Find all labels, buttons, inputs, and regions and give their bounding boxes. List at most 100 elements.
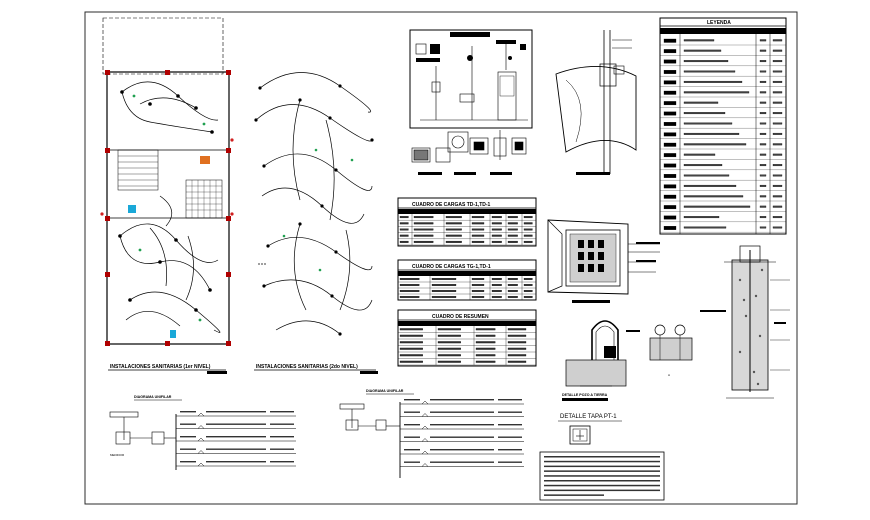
legend-text-stroke <box>683 205 751 208</box>
table-cell-stroke <box>491 284 502 286</box>
table-cell-stroke <box>437 334 461 337</box>
circuit-desc-stroke <box>430 436 494 438</box>
table-cell-stroke <box>523 278 533 280</box>
legend-code-stroke <box>772 164 783 167</box>
breaker-symbol <box>197 412 205 417</box>
table-cell-stroke <box>507 216 518 219</box>
table-cell-stroke <box>431 290 457 292</box>
table-cell-stroke <box>399 334 423 337</box>
table-cell-stroke <box>507 360 527 363</box>
table-cell-stroke <box>523 284 533 286</box>
legend-symbol <box>663 38 677 43</box>
breaker-symbol <box>421 413 429 417</box>
legend-code-stroke <box>759 184 767 187</box>
svg-text:A: A <box>668 373 670 377</box>
cover-detail: DETALLE TAPA PT-1 <box>558 414 622 445</box>
circuit-desc-stroke <box>270 461 294 463</box>
legend-symbol <box>663 122 677 126</box>
circuit-label-stroke <box>180 448 196 450</box>
legend-code-stroke <box>772 226 783 229</box>
legend-code-stroke <box>759 49 767 52</box>
legend-code-stroke <box>772 132 783 135</box>
legend-code-stroke <box>772 184 783 187</box>
breaker-symbol <box>197 450 205 454</box>
legend-symbol <box>663 70 677 74</box>
legend-code-stroke <box>759 101 767 104</box>
table-cell-stroke <box>491 278 502 280</box>
legend-code-stroke <box>759 195 767 198</box>
circuit-desc-stroke <box>498 424 522 426</box>
legend-code-stroke <box>772 70 783 73</box>
table-cell-stroke <box>399 328 423 331</box>
circuit-desc-stroke <box>270 436 294 438</box>
breaker-symbol <box>421 400 429 405</box>
breaker-symbol <box>421 463 429 467</box>
legend-text-stroke <box>683 80 743 83</box>
breaker-symbol <box>421 450 429 455</box>
table-cell-stroke <box>491 296 502 298</box>
legend-code-stroke <box>759 60 767 63</box>
legend-code-stroke <box>759 39 767 42</box>
legend-symbol <box>663 132 677 137</box>
table-cell-stroke <box>491 228 502 231</box>
table-cell-stroke <box>445 234 462 237</box>
circuit-label-stroke <box>404 411 420 413</box>
table-cell-stroke <box>471 278 485 280</box>
legend-code-stroke <box>759 91 767 94</box>
circuit-label-stroke <box>404 449 420 451</box>
plan-level-1: INSTALACIONES SANITARIAS (1er NIVEL) <box>100 17 234 374</box>
diagram-mid-title: DIAGRAMA UNIFILAR <box>366 389 404 393</box>
legend-code-stroke <box>772 216 783 219</box>
table-cell-stroke <box>431 296 457 298</box>
note-text-stroke <box>544 460 660 463</box>
legend-code-stroke <box>759 112 767 115</box>
table-cell-stroke <box>399 216 409 219</box>
table-cell-stroke <box>507 228 518 231</box>
table-cell-stroke <box>471 284 485 286</box>
detail-ground-title: DETALLE POZO A TIERRA <box>562 393 608 397</box>
note-text-stroke <box>544 456 660 458</box>
table-cell-stroke <box>413 234 434 237</box>
table-cell-stroke <box>523 222 533 225</box>
circuit-desc-stroke <box>270 423 294 425</box>
table-cell-stroke <box>399 240 409 243</box>
legend-text-stroke <box>683 164 723 167</box>
legend-code-stroke <box>759 153 767 156</box>
table-cell-stroke <box>507 341 527 344</box>
note-text-stroke <box>544 489 660 492</box>
table-cell-stroke <box>507 284 518 286</box>
circuit-desc-stroke <box>498 449 522 451</box>
table-cell-stroke <box>507 354 527 357</box>
legend-code-stroke <box>759 205 767 208</box>
table-cell-stroke <box>413 228 434 231</box>
table-cell-stroke <box>475 328 496 331</box>
legend-code-stroke <box>759 216 767 219</box>
table-cell-stroke <box>491 222 502 225</box>
legend-table: LEYENDA <box>659 17 787 235</box>
table-cell-stroke <box>507 234 518 237</box>
box-details <box>411 130 527 175</box>
table1-title: CUADRO DE CARGAS TD-1,TD-1 <box>412 202 491 208</box>
table-cell-stroke <box>471 216 485 219</box>
ground-pit-section <box>700 245 790 399</box>
table-cell-stroke <box>475 334 496 337</box>
legend-symbol <box>663 194 677 199</box>
legend-code-stroke <box>772 60 783 63</box>
table-cell-stroke <box>507 290 518 292</box>
table-cell-stroke <box>507 328 527 331</box>
legend-text-stroke <box>683 91 750 94</box>
legend-code-stroke <box>772 91 783 94</box>
legend-text-stroke <box>683 39 715 42</box>
legend-code-stroke <box>772 122 783 125</box>
single-line-diagram-left: DIAGRAMA UNIFILAR MEDIDOR <box>109 395 296 470</box>
table-cell-stroke <box>413 216 434 219</box>
legend-code-stroke <box>772 195 783 198</box>
legend-text-stroke <box>683 49 722 52</box>
table-cell-stroke <box>523 290 533 292</box>
legend-symbol <box>663 101 677 106</box>
table-cell-stroke <box>475 347 496 350</box>
legend-code-stroke <box>772 39 783 42</box>
panel-perspective-detail <box>555 30 637 175</box>
circuit-desc-stroke <box>206 461 266 463</box>
legend-text-stroke <box>683 60 729 63</box>
